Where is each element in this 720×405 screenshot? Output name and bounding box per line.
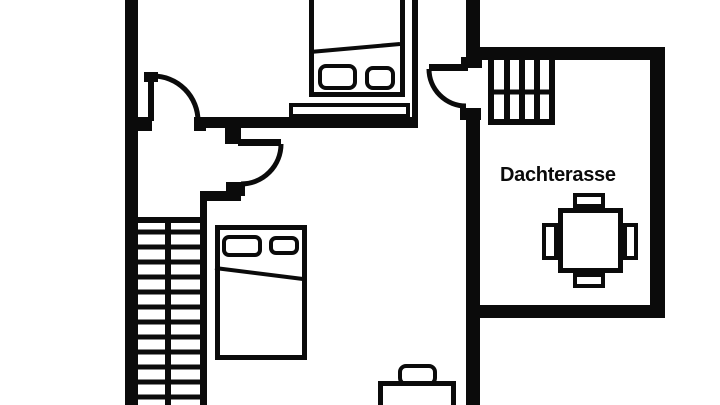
- wall-hall-top: [194, 117, 418, 128]
- pillow-icon: [222, 235, 262, 257]
- door-swing-icon: [240, 143, 284, 187]
- toilet-icon: [378, 381, 456, 405]
- pillow-icon: [269, 236, 299, 255]
- door-swing-icon: [152, 73, 201, 122]
- door-jamb: [194, 117, 206, 131]
- door-jamb: [460, 108, 481, 120]
- door-stop: [144, 72, 158, 82]
- door-jamb: [225, 128, 241, 144]
- wall-stairwell-right: [200, 192, 207, 405]
- door-swing-icon: [426, 68, 467, 109]
- dining-table-icon: [558, 208, 623, 273]
- chair-icon: [542, 223, 558, 260]
- pillow-icon: [365, 66, 395, 90]
- pillow-icon: [318, 64, 357, 90]
- wall-terrace-bottom: [466, 305, 665, 318]
- wall-central-lower: [466, 112, 480, 405]
- staircase-icon: [138, 217, 207, 405]
- room-label-roof-terrace: Dachterasse: [500, 164, 616, 186]
- wall-bedroom-right: [412, 0, 418, 123]
- door-leaf: [238, 139, 281, 146]
- bed-footboard-icon: [289, 103, 410, 118]
- wall-terrace-right: [650, 47, 665, 318]
- wall-terrace-top: [466, 47, 665, 60]
- door-jamb: [226, 182, 245, 196]
- stair-treads: [488, 60, 555, 122]
- chair-icon: [623, 223, 638, 260]
- wall-exterior-left: [125, 0, 138, 405]
- wall-partition: [200, 191, 241, 201]
- door-jamb: [461, 57, 482, 68]
- chair-icon: [573, 193, 605, 208]
- chair-icon: [573, 273, 605, 288]
- door-leaf: [429, 64, 468, 71]
- stair-treads: [138, 229, 200, 400]
- door-leaf: [148, 75, 154, 121]
- staircase-icon: [488, 60, 555, 125]
